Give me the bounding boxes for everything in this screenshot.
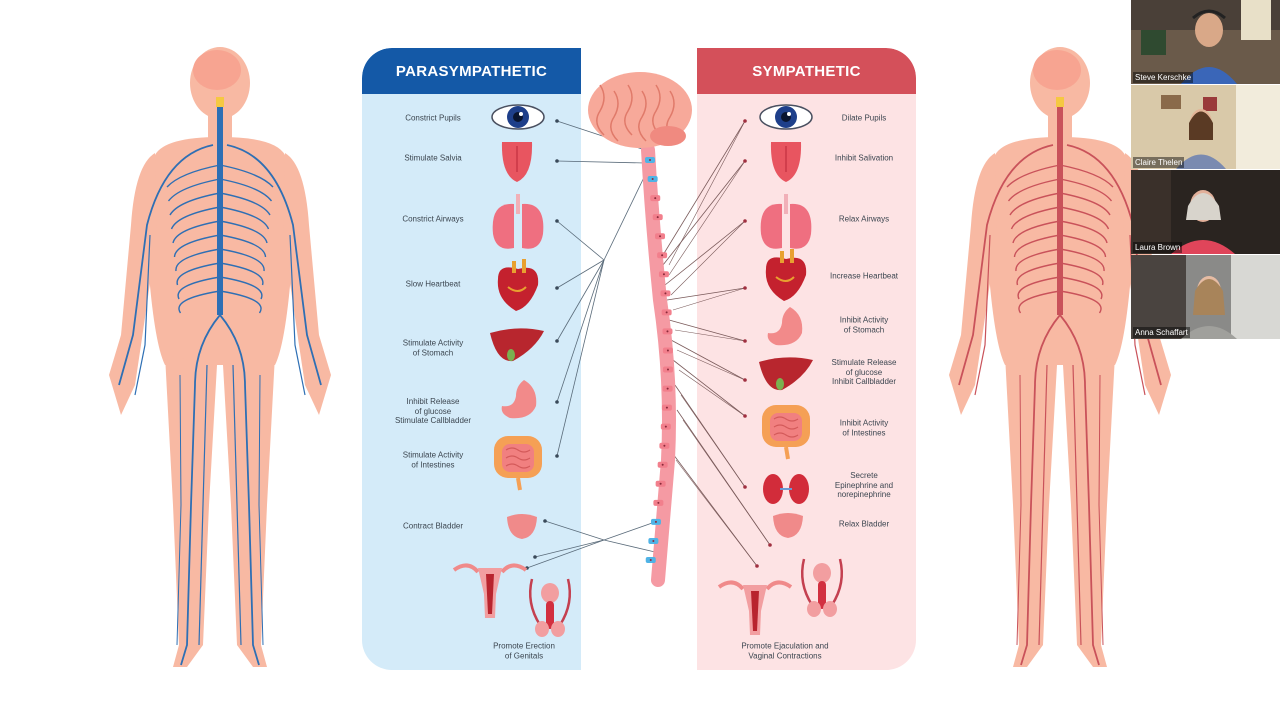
participant-video: [1131, 85, 1280, 169]
function-label: Inhibit Activity of Stomach: [839, 315, 889, 335]
tongue-icon: [770, 142, 802, 182]
right-arm: [283, 153, 331, 415]
function-label: Relax Airways: [838, 214, 890, 224]
lungs-icon: [492, 194, 544, 249]
participant-tile[interactable]: Steve Kerschke: [1131, 0, 1280, 84]
liver-icon: [759, 357, 813, 391]
function-label: Increase Heartbeat: [829, 271, 899, 281]
stomach-icon: [501, 380, 537, 419]
function-label: Inhibit Release of glucose Stimulate Cal…: [394, 396, 472, 425]
uterus-icon: [717, 580, 793, 635]
function-label: Secrete Epinephrine and norepinephrine: [834, 470, 894, 499]
human-body-red-nerves: [949, 47, 1171, 667]
participant-tile[interactable]: Laura Brown: [1131, 170, 1280, 254]
lungs-icon: [760, 194, 812, 249]
stomach-icon: [767, 307, 803, 346]
function-label: Constrict Pupils: [405, 113, 461, 123]
left-arm: [109, 153, 157, 415]
participant-video: [1131, 170, 1280, 254]
human-body-blue-nerves: [109, 47, 331, 667]
spinal-cord: [641, 143, 676, 587]
participant-video: [1131, 255, 1280, 339]
function-label: Stimulate Activity of Stomach: [402, 338, 464, 358]
sympathetic-title: SYMPATHETIC: [697, 48, 916, 94]
function-label: Slow Heartbeat: [405, 279, 461, 289]
video-participants-strip: Steve Kerschke Claire Thelen Lau: [1131, 0, 1280, 340]
uterus-icon: [452, 563, 528, 618]
brain: [193, 50, 241, 90]
bladder-icon: [773, 513, 803, 538]
kidneys-icon: [763, 474, 809, 504]
bladder-icon: [507, 514, 537, 539]
intestines-icon: [762, 405, 810, 460]
function-label: Stimulate Salvia: [404, 153, 462, 163]
function-label: Contract Bladder: [402, 521, 464, 531]
participant-tile[interactable]: Claire Thelen: [1131, 85, 1280, 169]
male-genitals-icon: [801, 558, 843, 617]
function-label: Stimulate Release of glucose Inhibit Cal…: [831, 357, 897, 386]
liver-icon: [490, 328, 544, 362]
male-genitals-icon: [529, 578, 571, 637]
connector-lines: [525, 119, 772, 570]
function-label: Promote Ejaculation and Vaginal Contract…: [741, 641, 829, 661]
heart-icon: [497, 259, 539, 311]
participant-name: Steve Kerschke: [1133, 72, 1194, 83]
function-label: Inhibit Salivation: [834, 153, 894, 163]
participant-video: [1131, 0, 1280, 84]
function-label: Inhibit Activity of Intestines: [839, 418, 889, 438]
brain: [1033, 50, 1081, 90]
intestines-icon: [494, 436, 542, 491]
function-label: Dilate Pupils: [841, 113, 887, 123]
function-label: Promote Erection of Genitals: [493, 641, 555, 661]
left-arm: [949, 153, 997, 415]
function-label: Stimulate Activity of Intestines: [402, 450, 464, 470]
eye-icon: [759, 104, 813, 130]
participant-name: Claire Thelen: [1133, 157, 1185, 168]
participant-name: Anna Schaffart: [1133, 327, 1190, 338]
brain-icon: [588, 72, 692, 148]
participant-tile[interactable]: Anna Schaffart: [1131, 255, 1280, 339]
function-label: Relax Bladder: [838, 519, 890, 529]
eye-icon: [491, 104, 545, 130]
participant-name: Laura Brown: [1133, 242, 1183, 253]
heart-icon: [765, 249, 807, 301]
parasympathetic-title: PARASYMPATHETIC: [362, 48, 581, 94]
function-label: Constrict Airways: [402, 214, 464, 224]
tongue-icon: [501, 142, 533, 182]
